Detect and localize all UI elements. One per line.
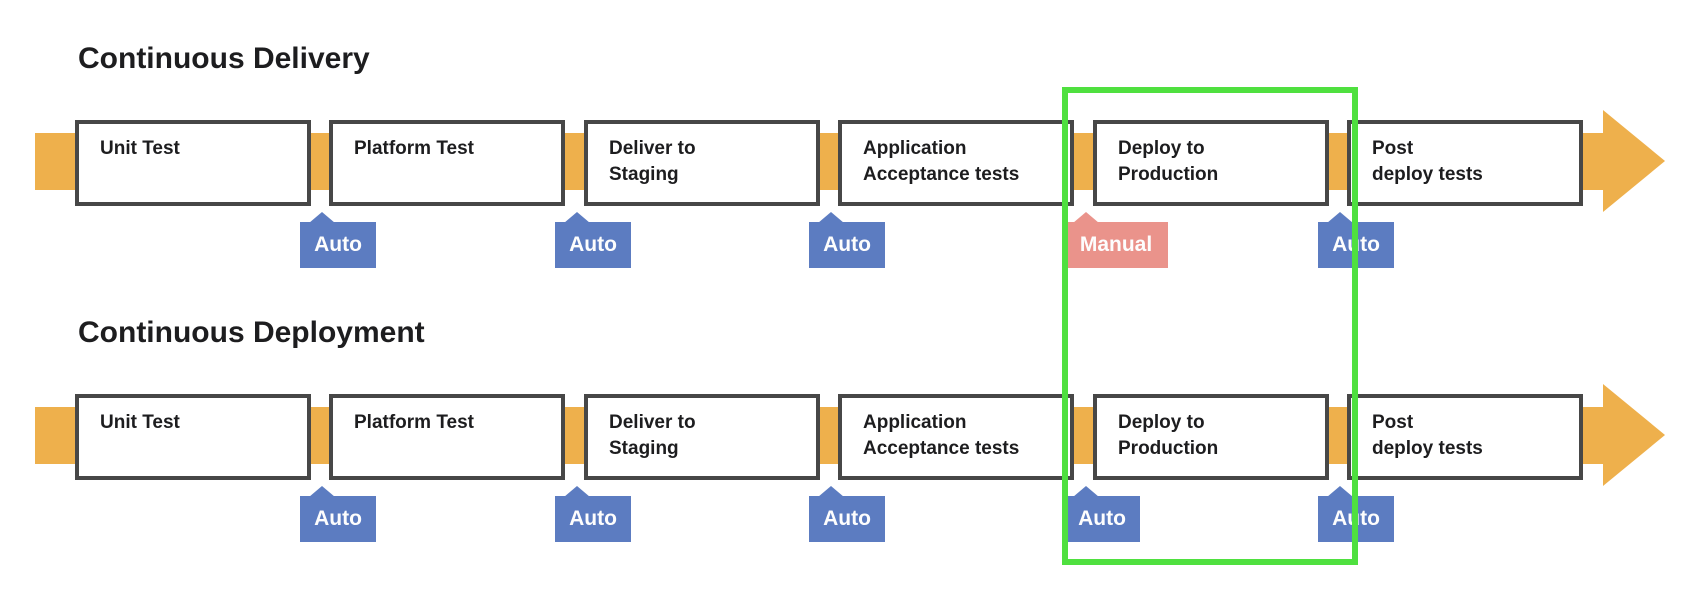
stage-box-unit-test: Unit Test bbox=[75, 120, 311, 206]
gate-label: Auto bbox=[823, 233, 871, 256]
pipeline-title-continuous-delivery: Continuous Delivery bbox=[78, 42, 370, 75]
stage-label: Deliver to Staging bbox=[609, 412, 696, 459]
stage-label: Deploy to Production bbox=[1118, 138, 1219, 185]
stage-box-deploy-to-production: Deploy to Production bbox=[1093, 394, 1329, 480]
gate-label: Auto bbox=[314, 507, 362, 530]
gate-badge-auto-1: Auto bbox=[300, 212, 376, 268]
gate-label: Auto bbox=[569, 233, 617, 256]
arrow-head-icon bbox=[1603, 110, 1665, 212]
pipeline-continuous-deployment: Continuous Deployment Unit Test Platform… bbox=[0, 316, 1690, 548]
stage-label: Platform Test bbox=[354, 412, 475, 433]
gate-label: Auto bbox=[569, 507, 617, 530]
gate-badge-auto-2: Auto bbox=[555, 212, 631, 268]
stage-box-post-deploy-tests: Post deploy tests bbox=[1347, 120, 1583, 206]
gate-label: Auto bbox=[314, 233, 362, 256]
gate-badge-auto-4: Auto bbox=[1064, 486, 1140, 542]
arrow-head-icon bbox=[1603, 384, 1665, 486]
pipeline-continuous-delivery: Continuous Delivery Unit Test Platform T… bbox=[0, 42, 1690, 274]
stage-box-deliver-to-staging: Deliver to Staging bbox=[584, 394, 820, 480]
stage-label: Deliver to Staging bbox=[609, 138, 696, 185]
gate-badge-auto-2: Auto bbox=[555, 486, 631, 542]
stage-box-deploy-to-production: Deploy to Production bbox=[1093, 120, 1329, 206]
stage-label: Application Acceptance tests bbox=[863, 138, 1020, 185]
stage-label: Platform Test bbox=[354, 138, 475, 159]
stage-box-platform-test: Platform Test bbox=[329, 120, 565, 206]
stage-box-application-acceptance-tests: Application Acceptance tests bbox=[838, 394, 1074, 480]
gate-label: Manual bbox=[1079, 233, 1153, 256]
stage-box-platform-test: Platform Test bbox=[329, 394, 565, 480]
gate-badge-auto-3: Auto bbox=[809, 212, 885, 268]
pipeline-title-continuous-deployment: Continuous Deployment bbox=[78, 316, 425, 349]
stage-label: Post deploy tests bbox=[1372, 138, 1483, 185]
stage-box-application-acceptance-tests: Application Acceptance tests bbox=[838, 120, 1074, 206]
stage-label: Unit Test bbox=[100, 412, 180, 433]
highlight-rectangle-deploy-to-production bbox=[1062, 87, 1358, 565]
gate-badge-auto-3: Auto bbox=[809, 486, 885, 542]
gate-badge-auto-1: Auto bbox=[300, 486, 376, 542]
gate-label: Auto bbox=[823, 507, 871, 530]
gate-label: Auto bbox=[1078, 507, 1126, 530]
stage-box-deliver-to-staging: Deliver to Staging bbox=[584, 120, 820, 206]
stage-box-unit-test: Unit Test bbox=[75, 394, 311, 480]
gate-badge-manual: Manual bbox=[1064, 212, 1168, 268]
stage-label: Post deploy tests bbox=[1372, 412, 1483, 459]
stage-label: Application Acceptance tests bbox=[863, 412, 1020, 459]
stage-label: Deploy to Production bbox=[1118, 412, 1219, 459]
stage-label: Unit Test bbox=[100, 138, 180, 159]
stage-box-post-deploy-tests: Post deploy tests bbox=[1347, 394, 1583, 480]
